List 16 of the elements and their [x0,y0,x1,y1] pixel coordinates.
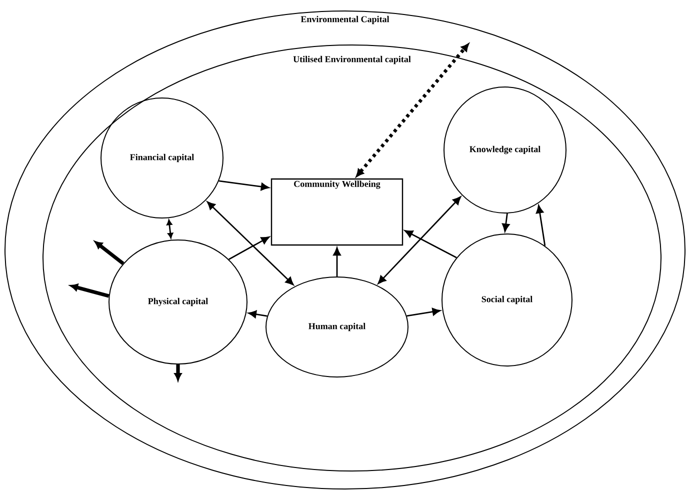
arrow [502,213,510,232]
arrow [333,247,341,276]
dotted-arrow [356,44,469,177]
arrow [228,236,270,260]
arrow [406,308,441,317]
arrow [206,201,294,286]
arrow [174,364,182,381]
outcome-box: Community Wellbeing [270,178,404,246]
arrow [378,196,461,284]
arrow [404,230,457,258]
arrow [218,180,270,191]
arrow [70,284,110,298]
arrow [536,205,546,246]
arrow [94,241,124,266]
arrow [248,310,268,318]
arrow [166,220,174,238]
